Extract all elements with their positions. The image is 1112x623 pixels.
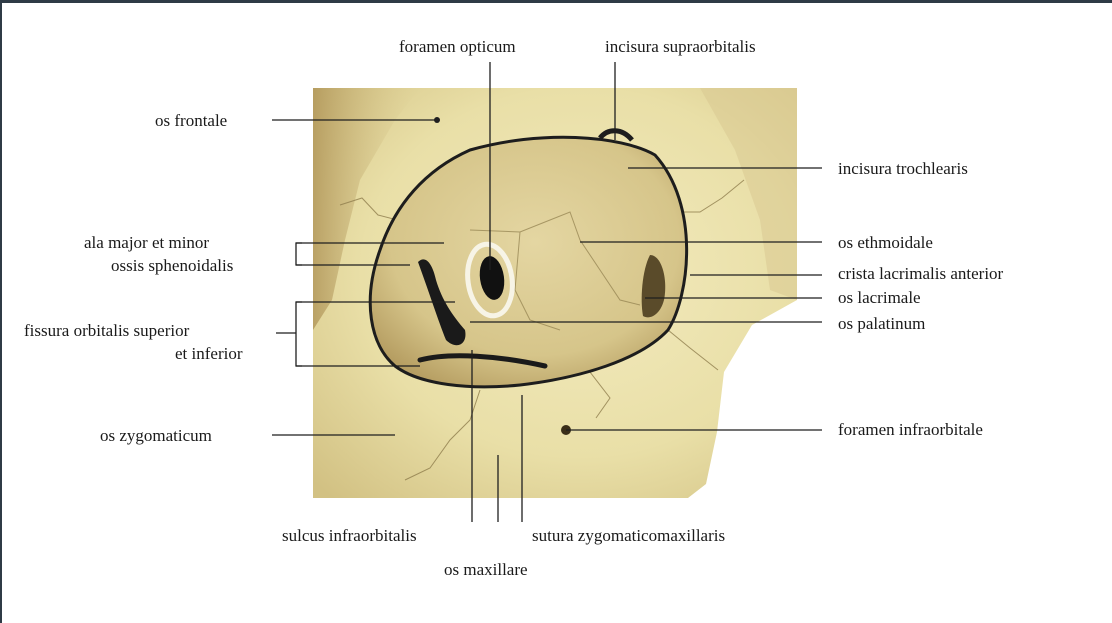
- label-os-lacrimale: os lacrimale: [838, 288, 921, 307]
- label-os-zygomaticum: os zygomaticum: [100, 426, 212, 445]
- label-incisura-supraorbitalis: incisura supraorbitalis: [605, 37, 756, 56]
- label-crista-lacrimalis-anterior: crista lacrimalis anterior: [838, 264, 1004, 283]
- label-os-frontale: os frontale: [155, 111, 227, 130]
- skull-illustration: [313, 88, 797, 498]
- label-fissura-line2: et inferior: [175, 344, 243, 363]
- label-incisura-trochlearis: incisura trochlearis: [838, 159, 968, 178]
- leader-ala-bracket: [296, 243, 302, 265]
- leader-fissura-bracket: [296, 302, 302, 366]
- label-sulcus-infraorbitalis: sulcus infraorbitalis: [282, 526, 417, 545]
- label-fissura-line1: fissura orbitalis superior: [24, 321, 190, 340]
- leader-dot-os-frontale: [434, 117, 440, 123]
- label-os-maxillare: os maxillare: [444, 560, 528, 579]
- label-ala-line1: ala major et minor: [84, 233, 209, 252]
- label-foramen-infraorbitale: foramen infraorbitale: [838, 420, 983, 439]
- label-sutura-zygomaticomaxillaris: sutura zygomaticomaxillaris: [532, 526, 725, 545]
- label-os-ethmoidale: os ethmoidale: [838, 233, 933, 252]
- label-foramen-opticum: foramen opticum: [399, 37, 516, 56]
- label-ala-line2: ossis sphenoidalis: [111, 256, 233, 275]
- label-os-palatinum: os palatinum: [838, 314, 925, 333]
